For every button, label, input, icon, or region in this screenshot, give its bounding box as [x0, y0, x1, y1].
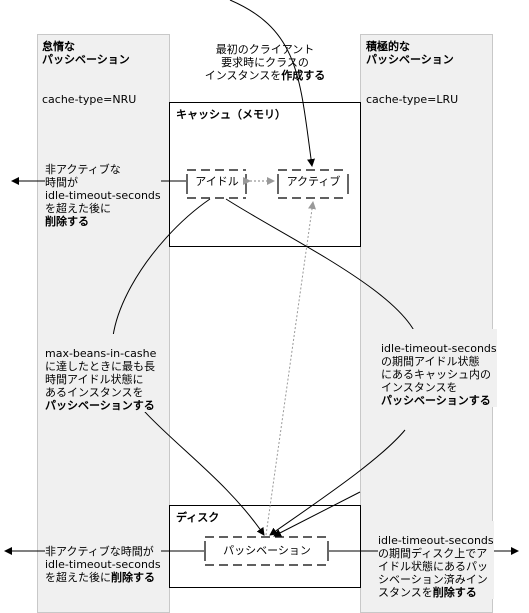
idle-state-label: アイドル [195, 175, 239, 188]
eager-disk-remove-text: idle-timeout-seconds の期間ディスク上でア イドル状態にある… [378, 534, 494, 599]
lazy-disk-remove-text: 非アクティブな時間が idle-timeout-seconds を超えた後に [45, 545, 161, 584]
eager-passivation-column [360, 34, 493, 613]
create-instance-text: 最初のクライアント 要求時にクラスの インスタンスを [204, 43, 315, 82]
create-instance-note: 最初のクライアント 要求時にクラスの インスタンスを作成する [190, 30, 340, 82]
idle-state-outline [187, 169, 246, 199]
eager-to-disk-arrow [273, 491, 361, 537]
eager-disk-remove-note: idle-timeout-seconds の期間ディスク上でア イドル状態にある… [378, 521, 494, 599]
eager-passivate-bold: パッシベーションする [381, 394, 491, 407]
eager-passivation-title: 積極的な パッシベーション [366, 40, 454, 66]
disk-box-title: ディスク [176, 511, 220, 524]
eager-disk-remove-bold: 削除する [432, 586, 477, 599]
lazy-remove-note: 非アクティブな 時間が idle-timeout-seconds を超えた後に … [45, 150, 161, 228]
create-instance-bold: 作成する [281, 69, 326, 82]
disk-box: ディスク [169, 505, 361, 588]
lazy-passivation-title: 怠惰な パッシベーション [42, 40, 130, 66]
lazy-disk-remove-bold: 削除する [111, 571, 155, 584]
lazy-passivate-text: max-beans-in-cashe に達したときに最も長 時間アイドル状態に … [45, 347, 157, 399]
lazy-remove-text: 非アクティブな 時間が idle-timeout-seconds を超えた後に [45, 163, 161, 215]
lazy-passivate-bold: パッシベーションする [45, 399, 155, 412]
cache-box-title: キャッシュ（メモリ） [176, 108, 286, 121]
lazy-cache-type: cache-type=NRU [42, 93, 137, 106]
cache-memory-box: キャッシュ（メモリ） [169, 102, 361, 247]
active-state-outline [278, 169, 348, 199]
eager-cache-type: cache-type=LRU [366, 93, 459, 106]
activation-dotted-arrow [265, 201, 316, 536]
lazy-passivate-note: max-beans-in-cashe に達したときに最も長 時間アイドル状態に … [45, 334, 157, 412]
lazy-disk-remove-note: 非アクティブな時間が idle-timeout-seconds を超えた後に削除… [45, 532, 161, 584]
create-instance-arrow [229, 0, 315, 167]
active-state-label: アクティブ [286, 175, 341, 188]
lazy-passivation-column [37, 34, 170, 613]
eager-passivate-note: idle-timeout-seconds の期間アイドル状態 にあるキャッシュ内… [381, 329, 497, 407]
passivated-state-label: パッシベーション [223, 544, 311, 557]
eager-passivate-text: idle-timeout-seconds の期間アイドル状態 にあるキャッシュ内… [381, 342, 497, 394]
lazy-remove-bold: 削除する [45, 215, 89, 228]
